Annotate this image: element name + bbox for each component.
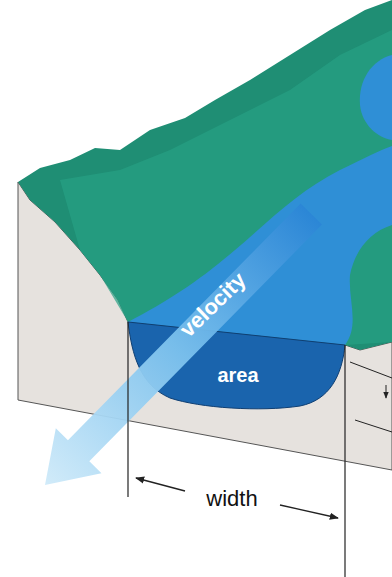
- area-label: area: [217, 364, 258, 387]
- dimension-arrow: [280, 505, 338, 518]
- extension-line: [127, 322, 128, 497]
- dimension-arrow: [136, 478, 185, 491]
- extension-line: [344, 345, 345, 577]
- ground-surface: [18, 0, 392, 350]
- velocity-arrow: [22, 192, 334, 508]
- ground-shade: [60, 30, 392, 345]
- leader-line: [350, 362, 392, 378]
- dimension-arrow: [386, 385, 387, 398]
- lake: [360, 55, 392, 140]
- leader-line: [355, 420, 392, 432]
- dimension-label: width: [206, 486, 257, 512]
